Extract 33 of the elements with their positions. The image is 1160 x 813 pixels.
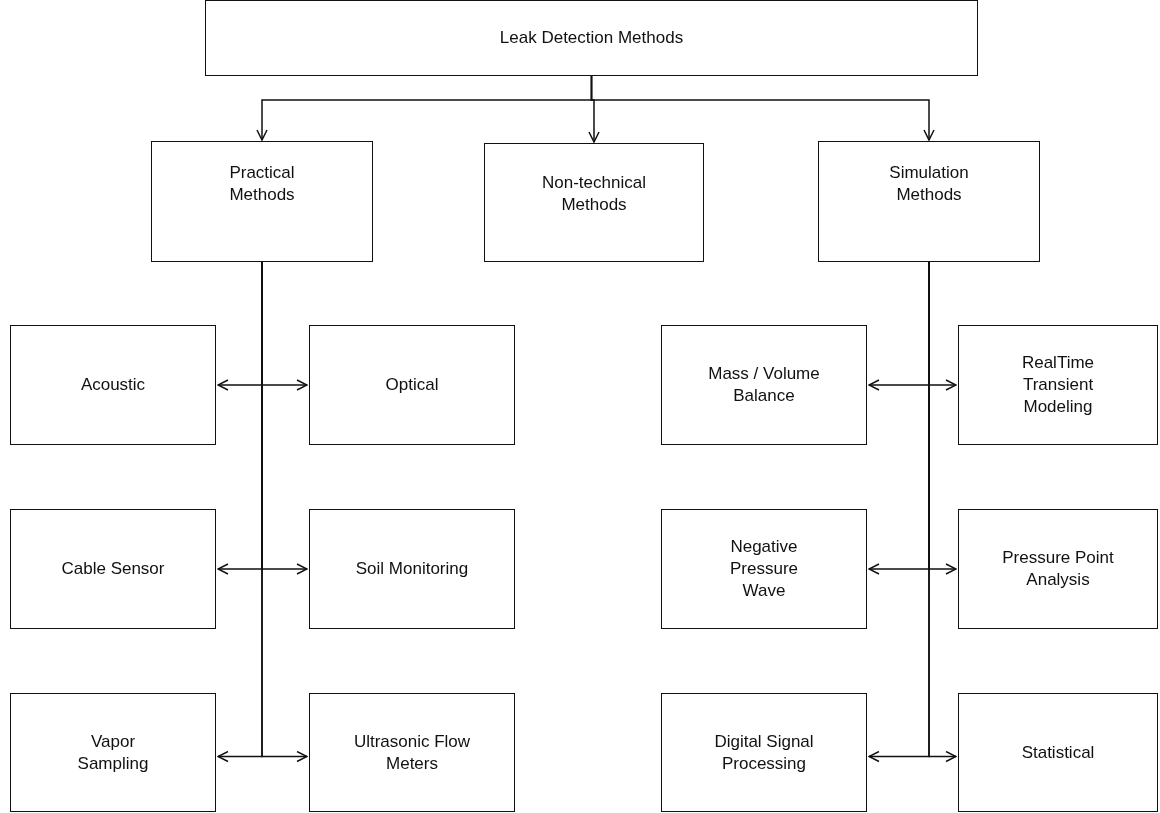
category-box xyxy=(10,509,216,629)
category-box xyxy=(309,509,515,629)
node-label: Soil Monitoring xyxy=(354,558,470,580)
category-box xyxy=(661,325,867,445)
connector-arrow xyxy=(590,75,935,141)
category-box xyxy=(484,143,704,262)
node-label: Negative Pressure Wave xyxy=(729,536,799,602)
category-box xyxy=(661,509,867,629)
category-box xyxy=(958,693,1158,812)
category-box xyxy=(151,141,373,262)
category-box xyxy=(10,693,216,812)
root-box xyxy=(205,0,978,76)
node-label: Statistical xyxy=(1020,741,1096,764)
category-box xyxy=(958,509,1158,629)
category-box xyxy=(958,325,1158,445)
category-box xyxy=(661,693,867,812)
node-label: Leak Detection Methods xyxy=(498,27,685,49)
node-label: Optical xyxy=(384,374,440,396)
category-box xyxy=(818,141,1040,262)
node-label: Non-technical Methods xyxy=(541,172,647,216)
node-label: Practical Methods xyxy=(228,162,296,206)
node-label: Digital Signal Processing xyxy=(713,730,815,775)
node-label: Vapor Sampling xyxy=(76,730,150,775)
node-label: Mass / Volume Balance xyxy=(707,363,821,407)
category-box xyxy=(309,325,515,445)
node-label: RealTime Transient Modeling xyxy=(1020,352,1096,418)
node-label: Pressure Point Analysis xyxy=(1001,547,1115,591)
category-box xyxy=(10,325,216,445)
node-label: Acoustic xyxy=(79,374,147,396)
category-box xyxy=(309,693,515,812)
node-label: Ultrasonic Flow Meters xyxy=(352,730,472,775)
node-label: Cable Sensor xyxy=(60,558,166,580)
node-label: Simulation Methods xyxy=(888,162,970,206)
